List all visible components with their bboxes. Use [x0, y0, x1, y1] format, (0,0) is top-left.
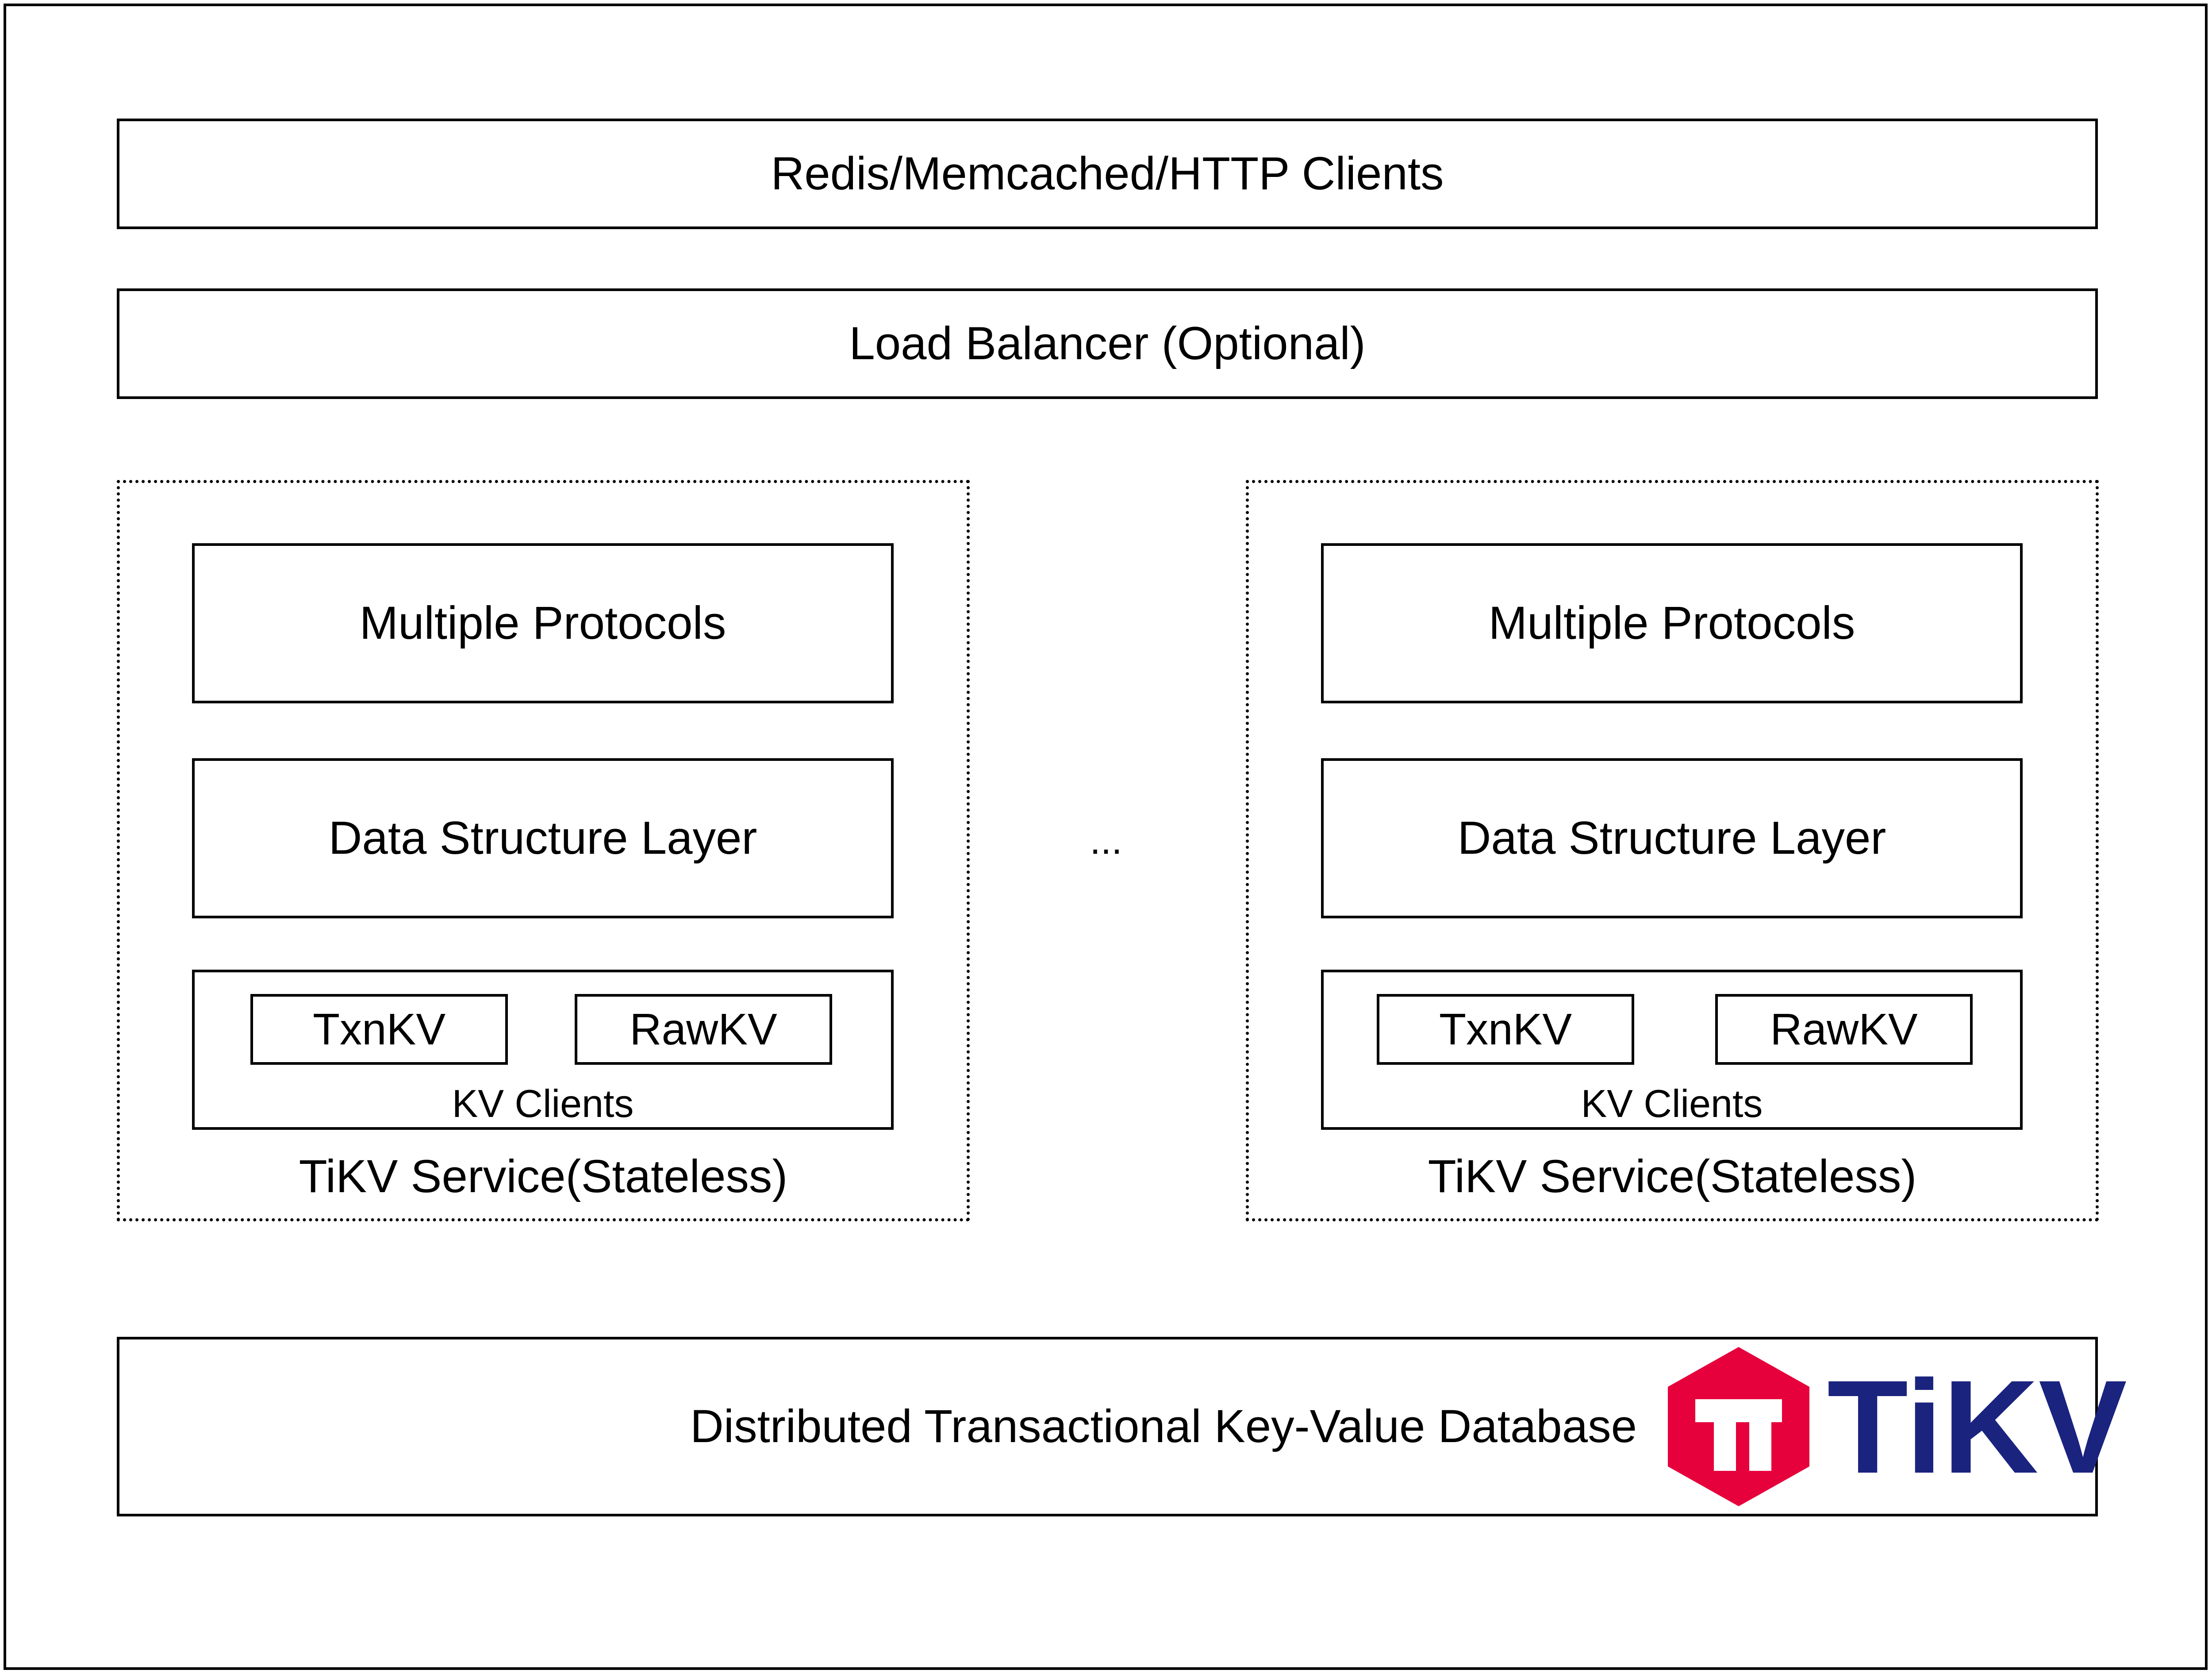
tikv-service-right	[1246, 480, 2099, 1221]
load-balancer-label: Load Balancer (Optional)	[849, 318, 1366, 369]
txnkv-box-left: TxnKV	[250, 994, 508, 1065]
diagram-frame	[4, 4, 2208, 1670]
tikv-service-left	[117, 480, 970, 1221]
rawkv-box-left: RawKV	[575, 994, 832, 1065]
clients-layer: Redis/Memcached/HTTP Clients	[117, 119, 2098, 229]
multiple-protocols-right: Multiple Protocols	[1321, 543, 2023, 703]
multiple-protocols-label: Multiple Protocols	[1488, 597, 1855, 649]
tikv-logo-text: TiKV	[1827, 1352, 2127, 1501]
rawkv-label: RawKV	[1770, 1004, 1918, 1054]
txnkv-label: TxnKV	[1439, 1004, 1572, 1054]
data-structure-layer-right: Data Structure Layer	[1321, 758, 2023, 918]
kv-clients-label-right: KV Clients	[1581, 1082, 1763, 1125]
data-structure-label: Data Structure Layer	[328, 812, 757, 864]
data-structure-label: Data Structure Layer	[1457, 812, 1886, 864]
kv-clients-label-left: KV Clients	[452, 1082, 634, 1125]
multiple-protocols-label: Multiple Protocols	[359, 597, 726, 649]
txnkv-box-right: TxnKV	[1377, 994, 1634, 1065]
ellipsis-separator: ...	[1090, 818, 1122, 862]
tikv-service-label-left: TiKV Service(Stateless)	[299, 1151, 788, 1202]
rawkv-label: RawKV	[630, 1004, 777, 1054]
load-balancer-layer: Load Balancer (Optional)	[117, 288, 2098, 399]
multiple-protocols-left: Multiple Protocols	[192, 543, 894, 703]
rawkv-box-right: RawKV	[1715, 994, 1973, 1065]
clients-label: Redis/Memcached/HTTP Clients	[771, 148, 1444, 200]
tikv-hexagon-logo-icon	[1668, 1347, 1809, 1506]
database-label: Distributed Transactional Key-Value Data…	[690, 1401, 1637, 1452]
txnkv-label: TxnKV	[312, 1004, 446, 1054]
tikv-service-label-right: TiKV Service(Stateless)	[1428, 1151, 1917, 1202]
data-structure-layer-left: Data Structure Layer	[192, 758, 894, 918]
